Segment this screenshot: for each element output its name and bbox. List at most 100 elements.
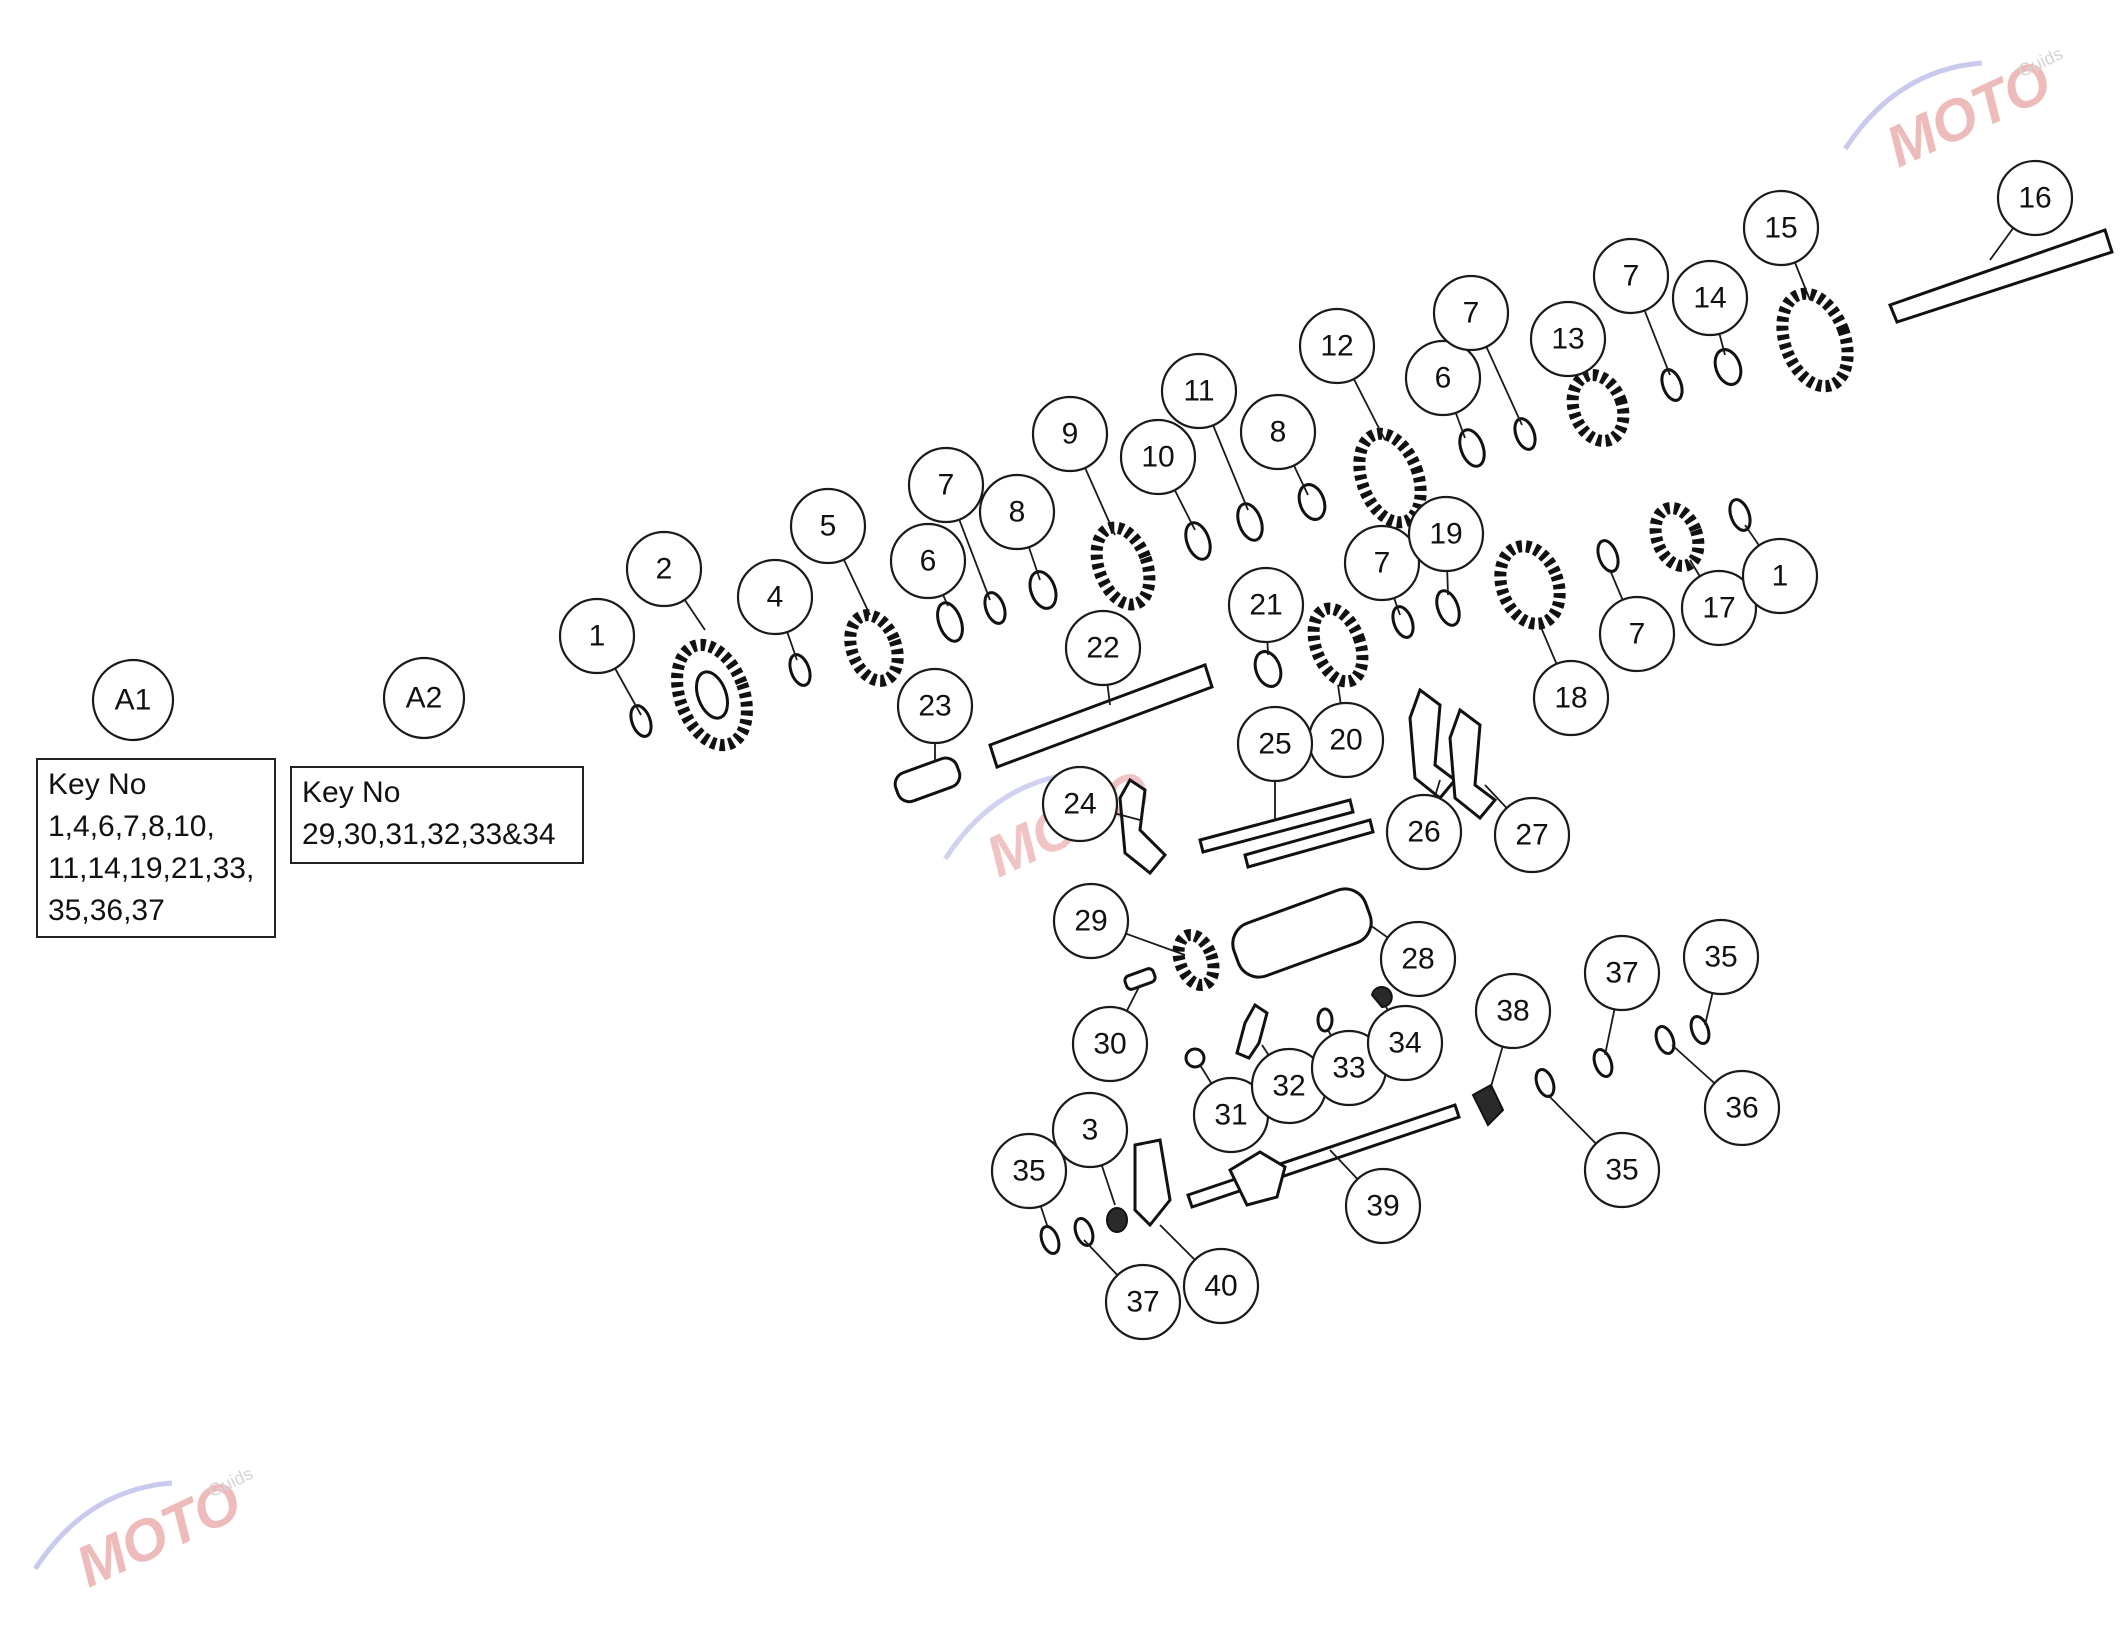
callout-13: 13 [1529,300,1607,378]
callout-40: 40 [1182,1247,1260,1325]
callout-circle [625,530,703,608]
part-stopper-plate [1133,1138,1172,1228]
callout-circle [1182,1247,1260,1325]
callout-23: 23 [896,667,974,745]
callout-circle [907,446,985,524]
callout-6: 6 [1404,339,1482,417]
callout-circle [1529,300,1607,378]
callout-19: 19 [1407,495,1485,573]
callout-circle [558,597,636,675]
callout-circle [1741,537,1819,615]
part-bolt [1184,1047,1206,1069]
callout-27: 27 [1493,796,1571,874]
key-line: 11,14,19,21,33, [48,852,255,885]
part-spring [1471,1083,1505,1127]
callout-number: 21 [1249,589,1282,622]
callout-number: 22 [1086,632,1119,665]
callout-8: 8 [1239,393,1317,471]
callout-3: 3 [1051,1091,1129,1169]
callout-number: 16 [2018,182,2051,215]
callout-circle [896,667,974,745]
callout-number: 20 [1329,724,1362,757]
callout-circle [1407,495,1485,573]
callout-number: 34 [1388,1027,1421,1060]
callout-circle [990,1132,1068,1210]
callout-number: 17 [1702,592,1735,625]
part-washer [936,601,964,643]
parts-layer [629,228,2114,1255]
callout-20: 20 [1307,701,1385,779]
part-washer [1316,1007,1334,1033]
part-fork-rod [1198,798,1355,854]
callout-29: 29 [1052,882,1130,960]
callout-1: 1 [558,597,636,675]
part-tab-washer [1236,502,1264,542]
key-line: 29,30,31,32,33&34 [302,818,556,851]
part-washer [1458,428,1486,468]
callout-number: 38 [1496,995,1529,1028]
group-text: A2 [406,682,443,715]
callout-21: 21 [1227,566,1305,644]
callout-number: 12 [1320,330,1353,363]
callout-22: 22 [1064,609,1142,687]
part-bearing [1297,483,1327,521]
callout-circle [1344,1167,1422,1245]
part-washer [1435,589,1461,627]
callout-number: 9 [1062,418,1079,451]
callout-7: 7 [1343,524,1421,602]
callout-5: 5 [789,487,867,565]
part-spring [1106,1207,1128,1233]
part-gear [1090,521,1156,611]
callout-circle [1532,659,1610,737]
callout-16: 16 [1996,159,2074,237]
key-title: Key No [302,776,401,809]
callout-circle [1703,1069,1781,1147]
part-washer [1654,1025,1676,1055]
callout-circle [736,558,814,636]
part-shift-fork [1408,687,1458,801]
callout-number: 32 [1272,1070,1305,1103]
callout-circle [1298,307,1376,385]
callout-circle [1682,918,1760,996]
key-line: 35,36,37 [48,894,165,927]
callout-17: 17 [1680,569,1758,647]
callout-number: 35 [1704,941,1737,974]
callout-circle [1239,393,1317,471]
callout-circle [1592,237,1670,315]
callout-28: 28 [1379,920,1457,998]
key-title: Key No [48,768,147,801]
part-spring [1370,986,1393,1009]
callout-circle [978,473,1056,551]
part-gear [1307,602,1369,688]
group-circle [91,658,175,742]
part-bearing [1713,348,1743,386]
callout-circle [1432,274,1510,352]
callout-37: 37 [1583,934,1661,1012]
callout-circle [1583,1131,1661,1209]
callout-number: 8 [1009,496,1026,529]
callout-circle [1583,934,1661,1012]
callout-circle [1160,352,1238,430]
part-washer [1660,368,1684,402]
part-detent-arm [1235,1002,1269,1060]
callout-number: 30 [1093,1028,1126,1061]
callout-number: 37 [1126,1286,1159,1319]
callout-number: 2 [656,553,673,586]
callout-number: 1 [1772,560,1789,593]
callout-circle [1404,339,1482,417]
callout-31: 31 [1192,1076,1270,1154]
callout-7: 7 [907,446,985,524]
part-gear [1776,287,1854,393]
callout-34: 34 [1366,1004,1444,1082]
part-dog-hub [1494,540,1566,630]
callout-circle [1051,1091,1129,1169]
callout-37: 37 [1104,1263,1182,1341]
callout-circle [1119,418,1197,496]
group-label-a1: A1 [91,658,175,742]
callout-number: 3 [1082,1114,1099,1147]
part-bearing [1028,570,1058,610]
callout-7: 7 [1598,595,1676,673]
part-washer [1728,498,1752,532]
callout-number: 11 [1183,375,1214,408]
callout-circle [1493,796,1571,874]
